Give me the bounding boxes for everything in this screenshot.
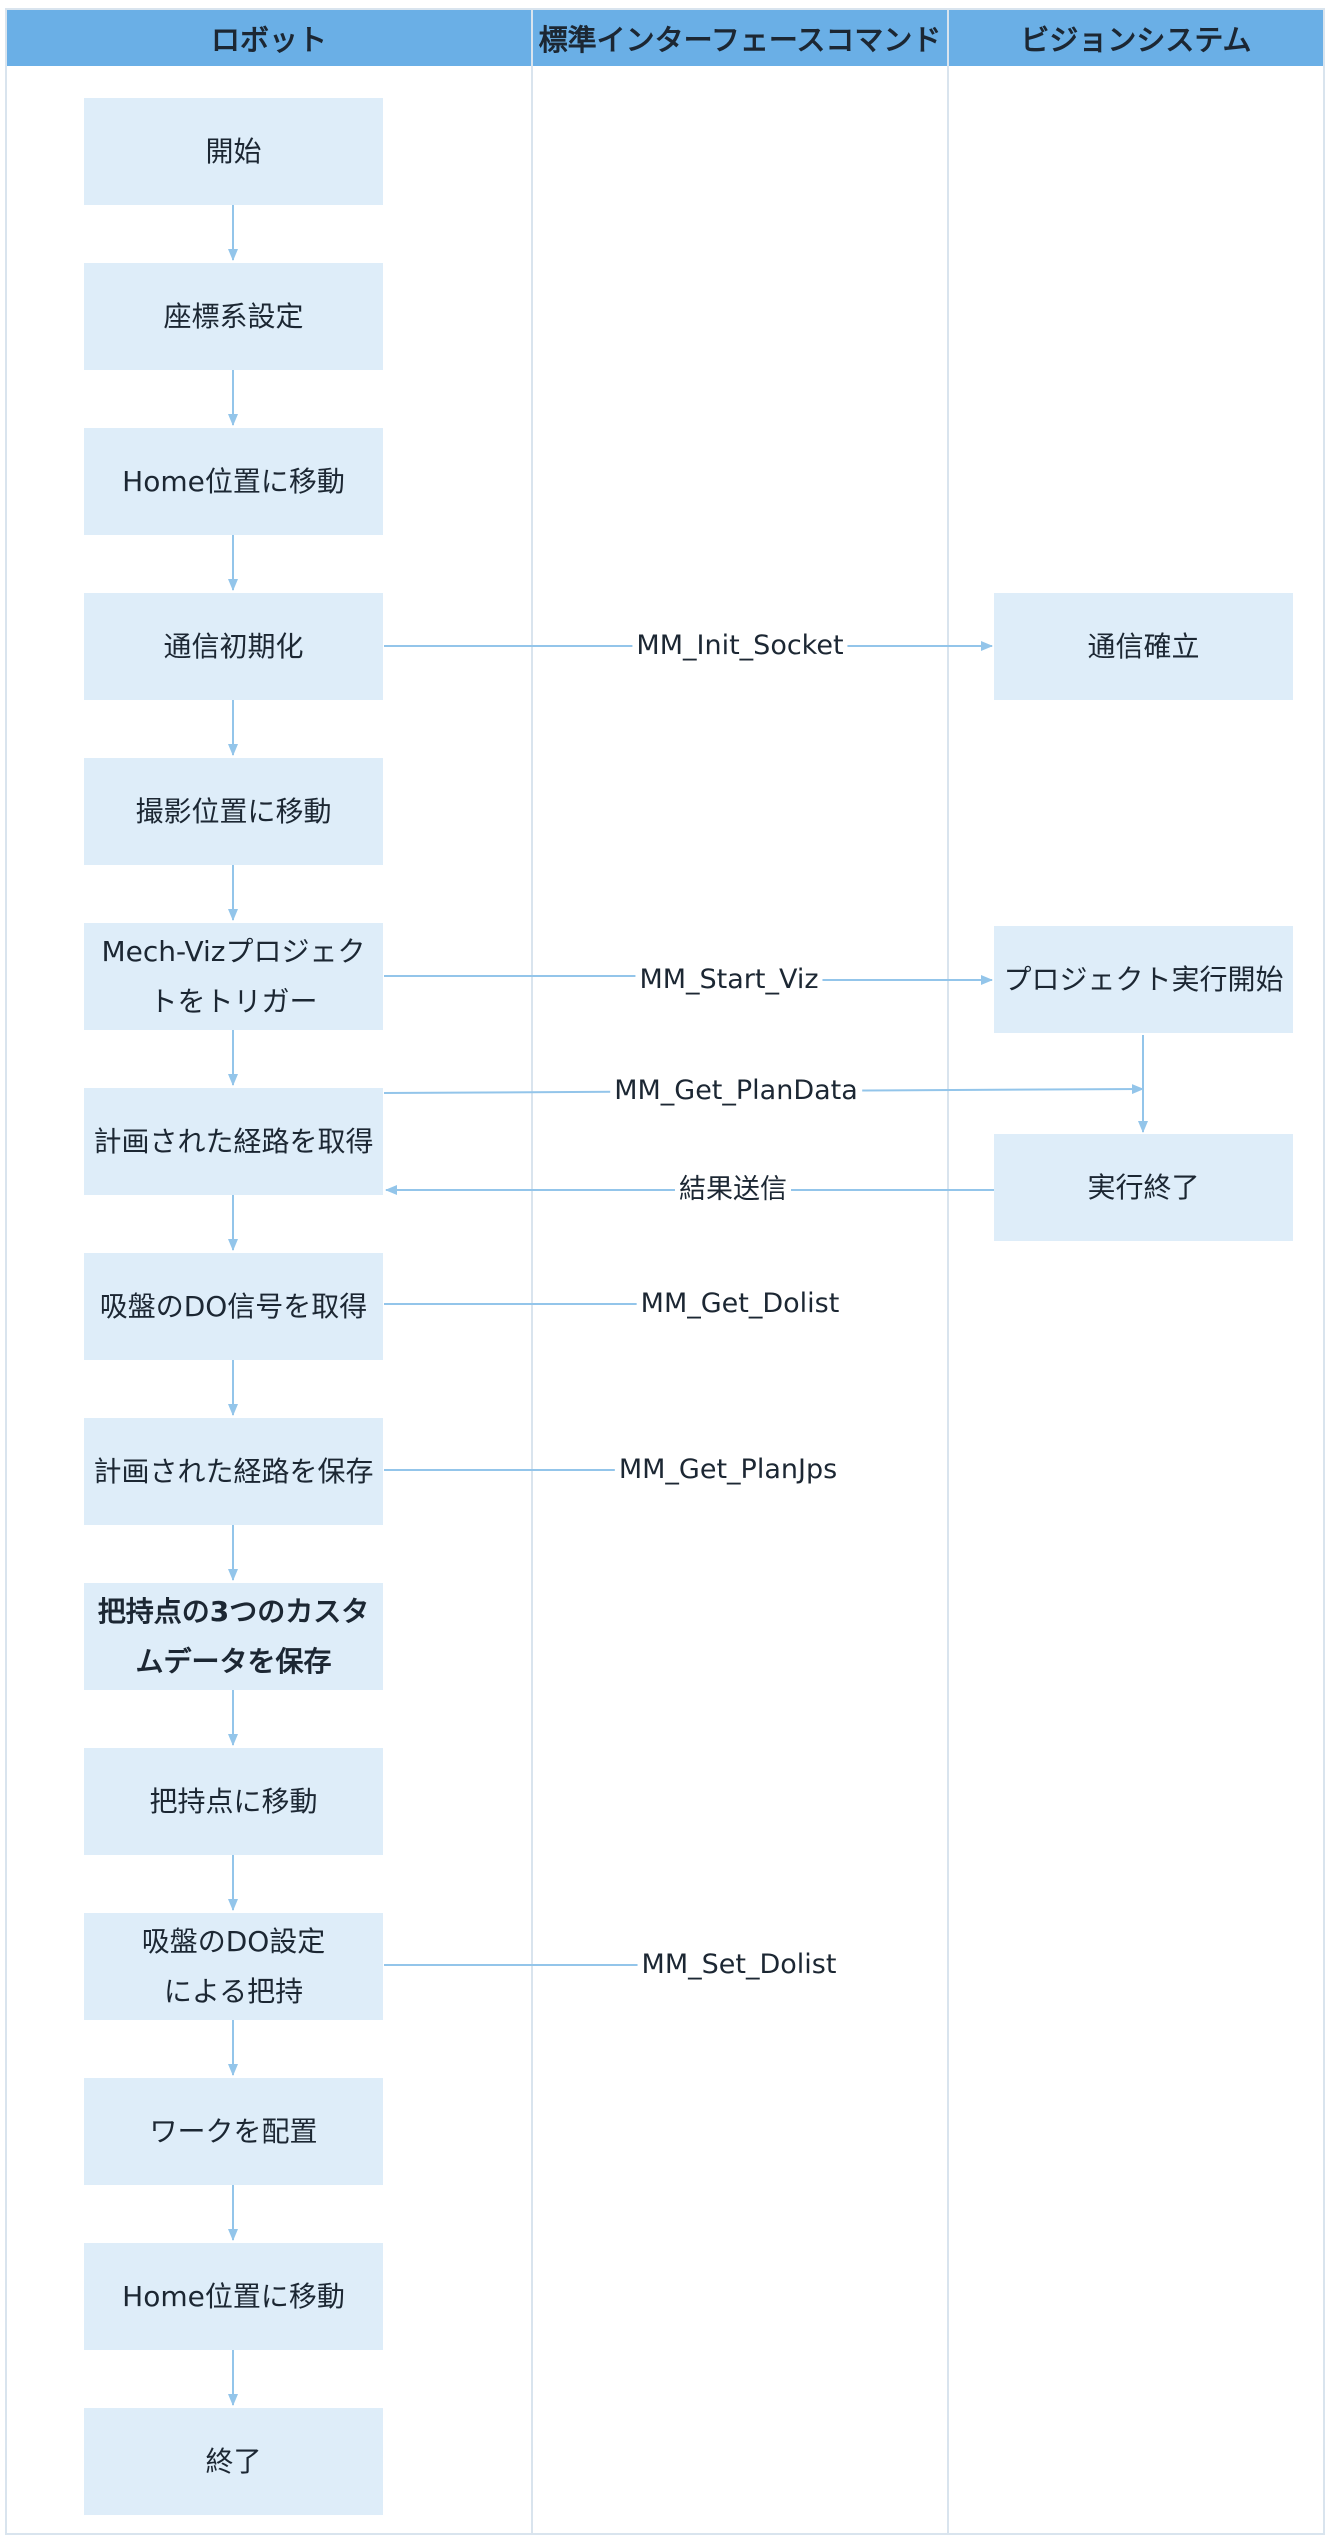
node-move-capture: 撮影位置に移動 xyxy=(84,758,383,865)
lane-header-interface: 標準インターフェースコマンド xyxy=(533,10,947,66)
node-end: 終了 xyxy=(84,2408,383,2515)
node-project-start: プロジェクト実行開始 xyxy=(994,926,1293,1033)
lane-divider xyxy=(531,10,533,2535)
node-save-path: 計画された経路を保存 xyxy=(84,1418,383,1525)
node-trigger-project: Mech-Vizプロジェク トをトリガー xyxy=(84,923,383,1030)
node-text-line: 吸盤のDO設定 xyxy=(141,1924,326,1958)
command-label: MM_Get_PlanJps xyxy=(614,1453,842,1487)
command-label: MM_Start_Viz xyxy=(635,963,823,997)
node-text-line: トをトリガー xyxy=(149,984,318,1018)
node-move-grasp: 把持点に移動 xyxy=(84,1748,383,1855)
node-get-path: 計画された経路を取得 xyxy=(84,1088,383,1195)
node-text-line: Mech-Vizプロジェク xyxy=(101,934,366,968)
node-get-do: 吸盤のDO信号を取得 xyxy=(84,1253,383,1360)
node-start: 開始 xyxy=(84,98,383,205)
node-exec-end: 実行終了 xyxy=(994,1134,1293,1241)
node-coordinate-setup: 座標系設定 xyxy=(84,263,383,370)
node-text-line: ムデータを保存 xyxy=(135,1644,332,1678)
node-text-line: 把持点の3つのカスタ xyxy=(97,1594,370,1628)
command-label: MM_Init_Socket xyxy=(632,629,848,663)
lane-divider xyxy=(947,10,949,2535)
command-label: 結果送信 xyxy=(675,1173,791,1207)
lane-frame xyxy=(5,8,1325,2535)
node-text-line: による把持 xyxy=(163,1974,304,2008)
command-label: MM_Get_Dolist xyxy=(636,1287,844,1321)
node-set-do-grasp: 吸盤のDO設定 による把持 xyxy=(84,1913,383,2020)
node-comm-established: 通信確立 xyxy=(994,593,1293,700)
command-label: MM_Set_Dolist xyxy=(637,1948,841,1982)
lane-header-vision: ビジョンシステム xyxy=(949,10,1323,66)
lane-header-robot: ロボット xyxy=(7,10,531,66)
node-save-custom-data: 把持点の3つのカスタ ムデータを保存 xyxy=(84,1583,383,1690)
node-move-home: Home位置に移動 xyxy=(84,2243,383,2350)
node-place-workpiece: ワークを配置 xyxy=(84,2078,383,2185)
command-label: MM_Get_PlanData xyxy=(610,1074,862,1108)
node-move-home: Home位置に移動 xyxy=(84,428,383,535)
node-comm-init: 通信初期化 xyxy=(84,593,383,700)
